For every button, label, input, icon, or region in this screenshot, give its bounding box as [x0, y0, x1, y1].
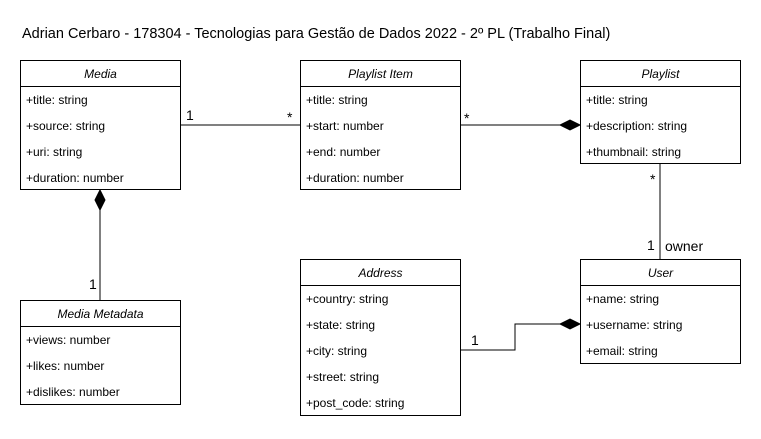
attribute: +username: string	[586, 318, 683, 332]
attribute: +street: string	[306, 370, 380, 384]
attribute: +source: string	[26, 119, 106, 133]
attribute: +title: string	[586, 93, 648, 107]
attribute: +email: string	[586, 344, 658, 358]
attribute: +uri: string	[26, 145, 83, 159]
composition-diamond-user	[558, 318, 582, 330]
class-media[interactable]: Media +title: string +source: string +ur…	[20, 60, 181, 190]
attribute: +start: number	[306, 119, 384, 133]
multiplicity-item-from-media: *	[287, 109, 293, 125]
attribute: +duration: number	[26, 171, 124, 185]
class-playlist[interactable]: Playlist +title: string +description: st…	[580, 60, 741, 164]
attribute: +country: string	[306, 292, 389, 306]
class-name: Playlist Item	[301, 61, 460, 87]
attribute: +city: string	[306, 344, 368, 358]
class-name: Media Metadata	[21, 301, 180, 327]
attribute: +dislikes: number	[26, 385, 120, 399]
attribute: +title: string	[26, 93, 88, 107]
multiplicity-playlist-to-user: *	[650, 171, 656, 187]
role-owner-label: owner	[665, 238, 704, 254]
multiplicity-user-from-playlist: 1	[647, 237, 655, 253]
attribute: +likes: number	[26, 359, 105, 373]
attribute: +title: string	[306, 93, 368, 107]
attribute: +end: number	[306, 145, 381, 159]
composition-diamond-media	[94, 188, 106, 212]
class-name: Address	[301, 260, 460, 286]
attribute: +views: number	[26, 333, 111, 347]
multiplicity-media-to-item: 1	[186, 107, 194, 123]
class-name: User	[581, 260, 740, 286]
class-media-metadata[interactable]: Media Metadata +views: number +likes: nu…	[20, 300, 181, 405]
multiplicity-address-to-user: 1	[471, 332, 479, 348]
assoc-address-user	[460, 323, 560, 351]
multiplicity-item-to-playlist: *	[464, 110, 470, 126]
attribute: +description: string	[586, 119, 688, 133]
multiplicity-metadata: 1	[89, 276, 97, 292]
class-address[interactable]: Address +country: string +state: string …	[300, 259, 461, 416]
attribute: +post_code: string	[306, 396, 405, 410]
diagram-title: Adrian Cerbaro - 178304 - Tecnologias pa…	[22, 26, 611, 42]
class-playlist-item[interactable]: Playlist Item +title: string +start: num…	[300, 60, 461, 190]
attribute: +state: string	[306, 318, 376, 332]
attribute: +thumbnail: string	[586, 145, 682, 159]
attribute: +duration: number	[306, 171, 404, 185]
attribute: +name: string	[586, 292, 660, 306]
class-user[interactable]: User +name: string +username: string +em…	[580, 259, 741, 364]
class-name: Media	[21, 61, 180, 87]
class-name: Playlist	[581, 61, 740, 87]
composition-diamond-playlist	[558, 119, 582, 131]
